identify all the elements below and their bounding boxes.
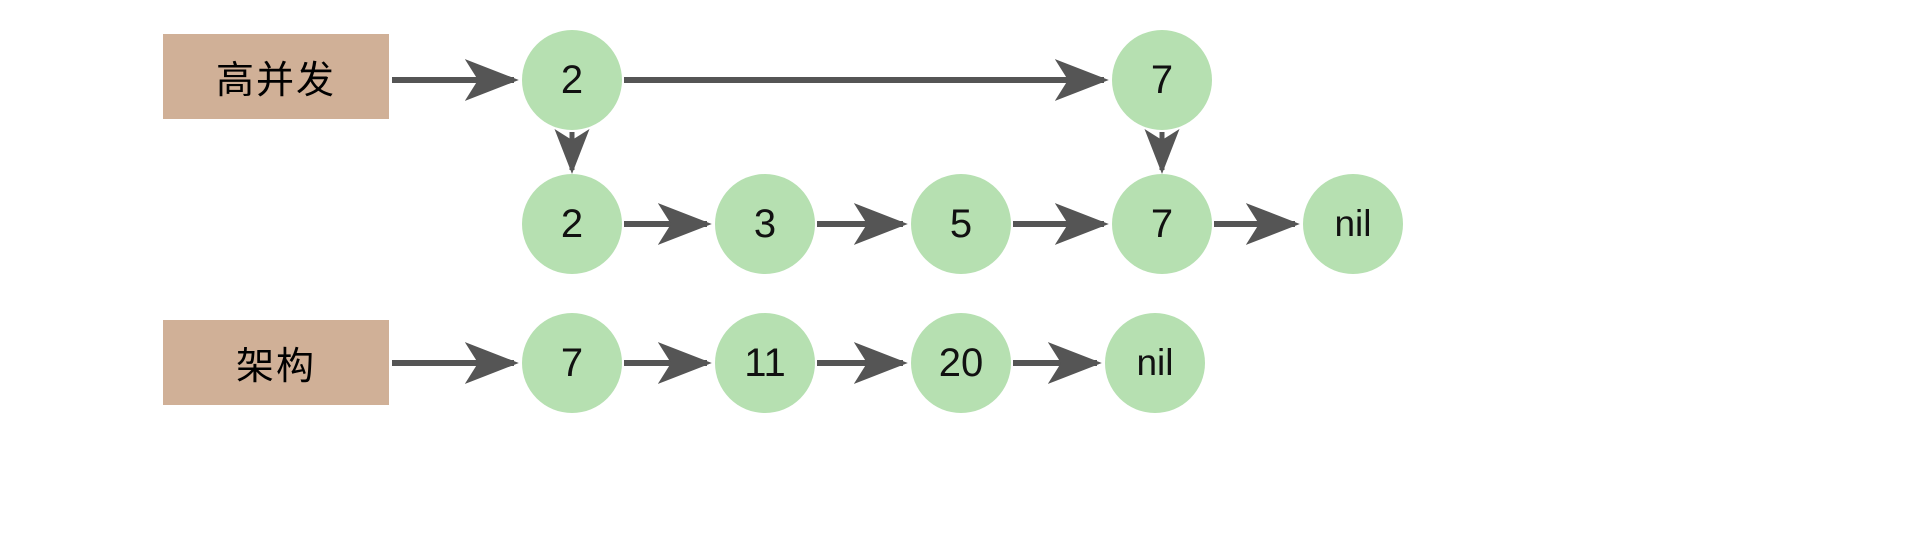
node-b-20: 20	[911, 313, 1011, 413]
label-box-label-bottom: 架构	[163, 320, 389, 405]
label-box-label-top: 高并发	[163, 34, 389, 119]
node-m-2: 2	[522, 174, 622, 274]
node-t-2: 2	[522, 30, 622, 130]
node-m-nil: nil	[1303, 174, 1403, 274]
node-m-7: 7	[1112, 174, 1212, 274]
node-b-11: 11	[715, 313, 815, 413]
node-t-7: 7	[1112, 30, 1212, 130]
node-b-7: 7	[522, 313, 622, 413]
node-m-3: 3	[715, 174, 815, 274]
node-m-5: 5	[911, 174, 1011, 274]
node-b-nil: nil	[1105, 313, 1205, 413]
